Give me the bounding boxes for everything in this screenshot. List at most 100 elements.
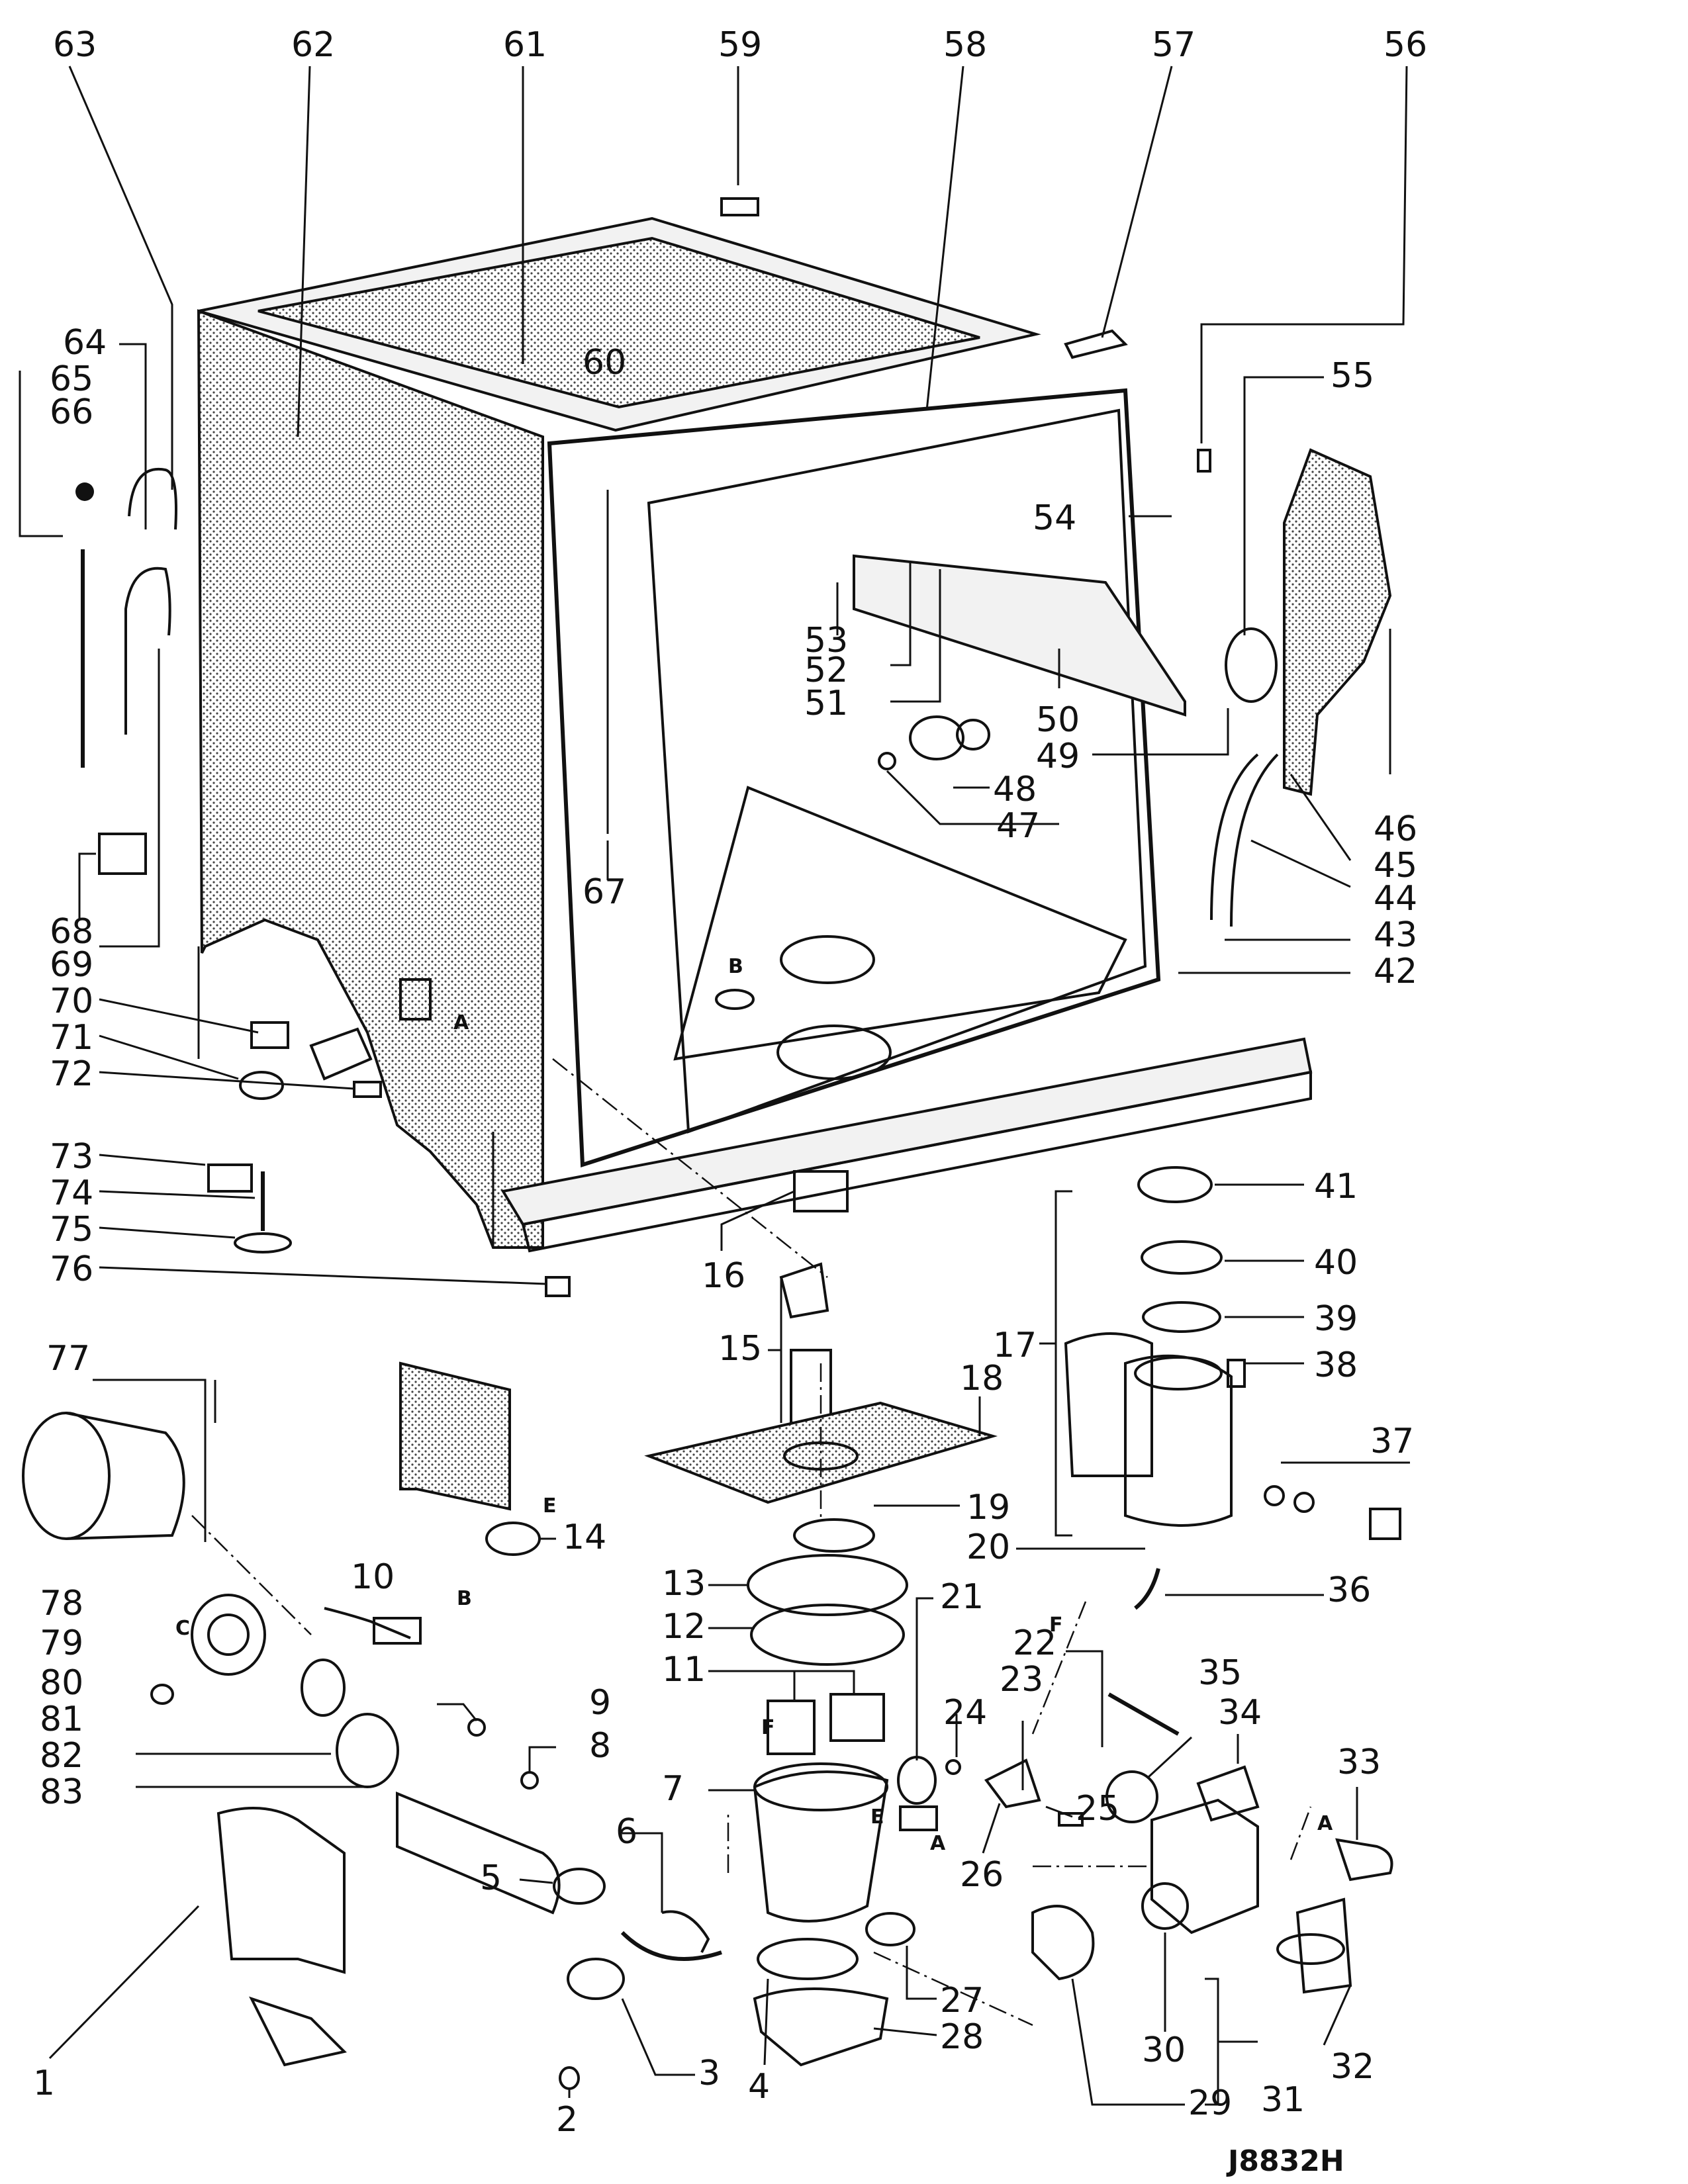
callout-79: 79	[40, 1623, 83, 1663]
fitting-37-b	[1293, 1492, 1315, 1513]
leader-31-bracket	[1205, 1978, 1258, 2106]
callout-39: 39	[1314, 1299, 1358, 1339]
callout-55: 55	[1331, 356, 1374, 396]
leader-35	[1147, 1736, 1193, 1778]
callout-45: 45	[1374, 846, 1417, 886]
elbow-26	[984, 1758, 1041, 1809]
callout-77: 77	[46, 1339, 90, 1379]
diagram-code: J8832H	[1226, 2144, 1344, 2178]
callout-83: 83	[40, 1772, 83, 1812]
capacitor-71	[239, 1071, 284, 1100]
motor-78-end	[22, 1412, 111, 1540]
callout-41: 41	[1314, 1167, 1358, 1206]
leader-5	[519, 1878, 553, 1884]
right-parts	[897, 1166, 1401, 1994]
callout-1: 1	[33, 2064, 55, 2103]
ref-letter-f: F	[761, 1716, 775, 1739]
callout-74: 74	[50, 1173, 93, 1213]
ring-24	[945, 1759, 961, 1775]
callout-56: 56	[1383, 25, 1427, 65]
leader-44	[1250, 839, 1351, 888]
cap-41	[1137, 1166, 1213, 1203]
leader-52	[890, 563, 912, 666]
cap-76	[545, 1276, 571, 1297]
leader-26	[982, 1803, 1001, 1854]
callout-59: 59	[718, 25, 762, 65]
clip-56	[1197, 449, 1211, 473]
ref-letter-c: C	[175, 1617, 190, 1640]
callout-10: 10	[351, 1557, 395, 1597]
callout-67: 67	[583, 872, 626, 912]
callout-3: 3	[698, 2054, 720, 2093]
callout-75: 75	[50, 1210, 93, 1250]
hose-6	[661, 1910, 710, 1953]
clamp-27	[865, 1912, 915, 1946]
callout-81: 81	[40, 1700, 83, 1739]
callout-16: 16	[702, 1256, 745, 1296]
motor-heater-group	[22, 1361, 561, 2067]
callout-9: 9	[589, 1683, 611, 1723]
callout-47: 47	[996, 806, 1040, 846]
tub-inner-wall	[647, 408, 1147, 1134]
callout-2: 2	[556, 2100, 578, 2140]
leader-27	[906, 1946, 937, 2000]
pump-30-face	[1141, 1882, 1189, 1930]
leader-8	[528, 1746, 556, 1774]
ref-letter-a: A	[930, 1832, 946, 1855]
callout-76: 76	[50, 1250, 93, 1289]
leader-62	[297, 66, 311, 437]
fitting-37-a	[1264, 1485, 1285, 1506]
leader-6	[622, 1832, 663, 1913]
leader-17	[1039, 1190, 1072, 1537]
clip-59	[720, 197, 759, 216]
callout-61: 61	[503, 25, 547, 65]
softener-17-top	[1134, 1356, 1223, 1390]
callout-7: 7	[662, 1769, 684, 1809]
leader-16	[720, 1190, 795, 1251]
motor-78-body	[66, 1412, 185, 1540]
sump-housing-7	[753, 1770, 889, 1923]
leader-74	[99, 1190, 256, 1199]
hose-44	[1230, 753, 1279, 927]
callout-15: 15	[718, 1329, 762, 1369]
callout-5: 5	[480, 1858, 502, 1898]
cover-48-b	[956, 719, 990, 751]
callout-20: 20	[966, 1527, 1010, 1567]
callout-58: 58	[943, 25, 987, 65]
pump-30	[1150, 1798, 1259, 1934]
callout-68: 68	[50, 912, 93, 952]
guide-line-g	[191, 1515, 312, 1635]
sensor-9	[467, 1718, 486, 1737]
assembly-guide-lines	[191, 1058, 1312, 2026]
callout-14: 14	[563, 1518, 606, 1557]
leader-71	[99, 1034, 239, 1080]
leader-63	[68, 66, 173, 490]
ref-letter-b: B	[728, 955, 743, 978]
bracket-1	[216, 1807, 346, 1974]
ref-letter-e: E	[870, 1805, 884, 1829]
ring-12	[750, 1604, 905, 1666]
guide-line-f	[1289, 1806, 1312, 1860]
leader-15	[768, 1277, 782, 1423]
callout-69: 69	[50, 945, 93, 985]
top-panel-61	[258, 236, 980, 409]
hose-10-body	[373, 1617, 422, 1645]
valve-21	[897, 1756, 937, 1805]
leader-73	[99, 1154, 206, 1166]
callout-70: 70	[50, 981, 93, 1021]
leader-29	[1071, 1978, 1185, 2106]
hose-10	[324, 1607, 411, 1639]
callout-48: 48	[993, 770, 1037, 809]
clip-11-b	[829, 1693, 885, 1742]
callout-78: 78	[40, 1584, 83, 1623]
callout-57: 57	[1152, 25, 1196, 65]
leader-1	[48, 1905, 200, 2060]
callout-49: 49	[1036, 737, 1080, 776]
pump-79	[191, 1594, 266, 1676]
hook-63	[128, 467, 177, 530]
callout-60: 60	[583, 343, 626, 383]
leader-49	[1092, 708, 1229, 756]
callout-30: 30	[1142, 2030, 1186, 2070]
guide-line-a	[552, 1058, 828, 1278]
nut-82	[336, 1713, 399, 1788]
